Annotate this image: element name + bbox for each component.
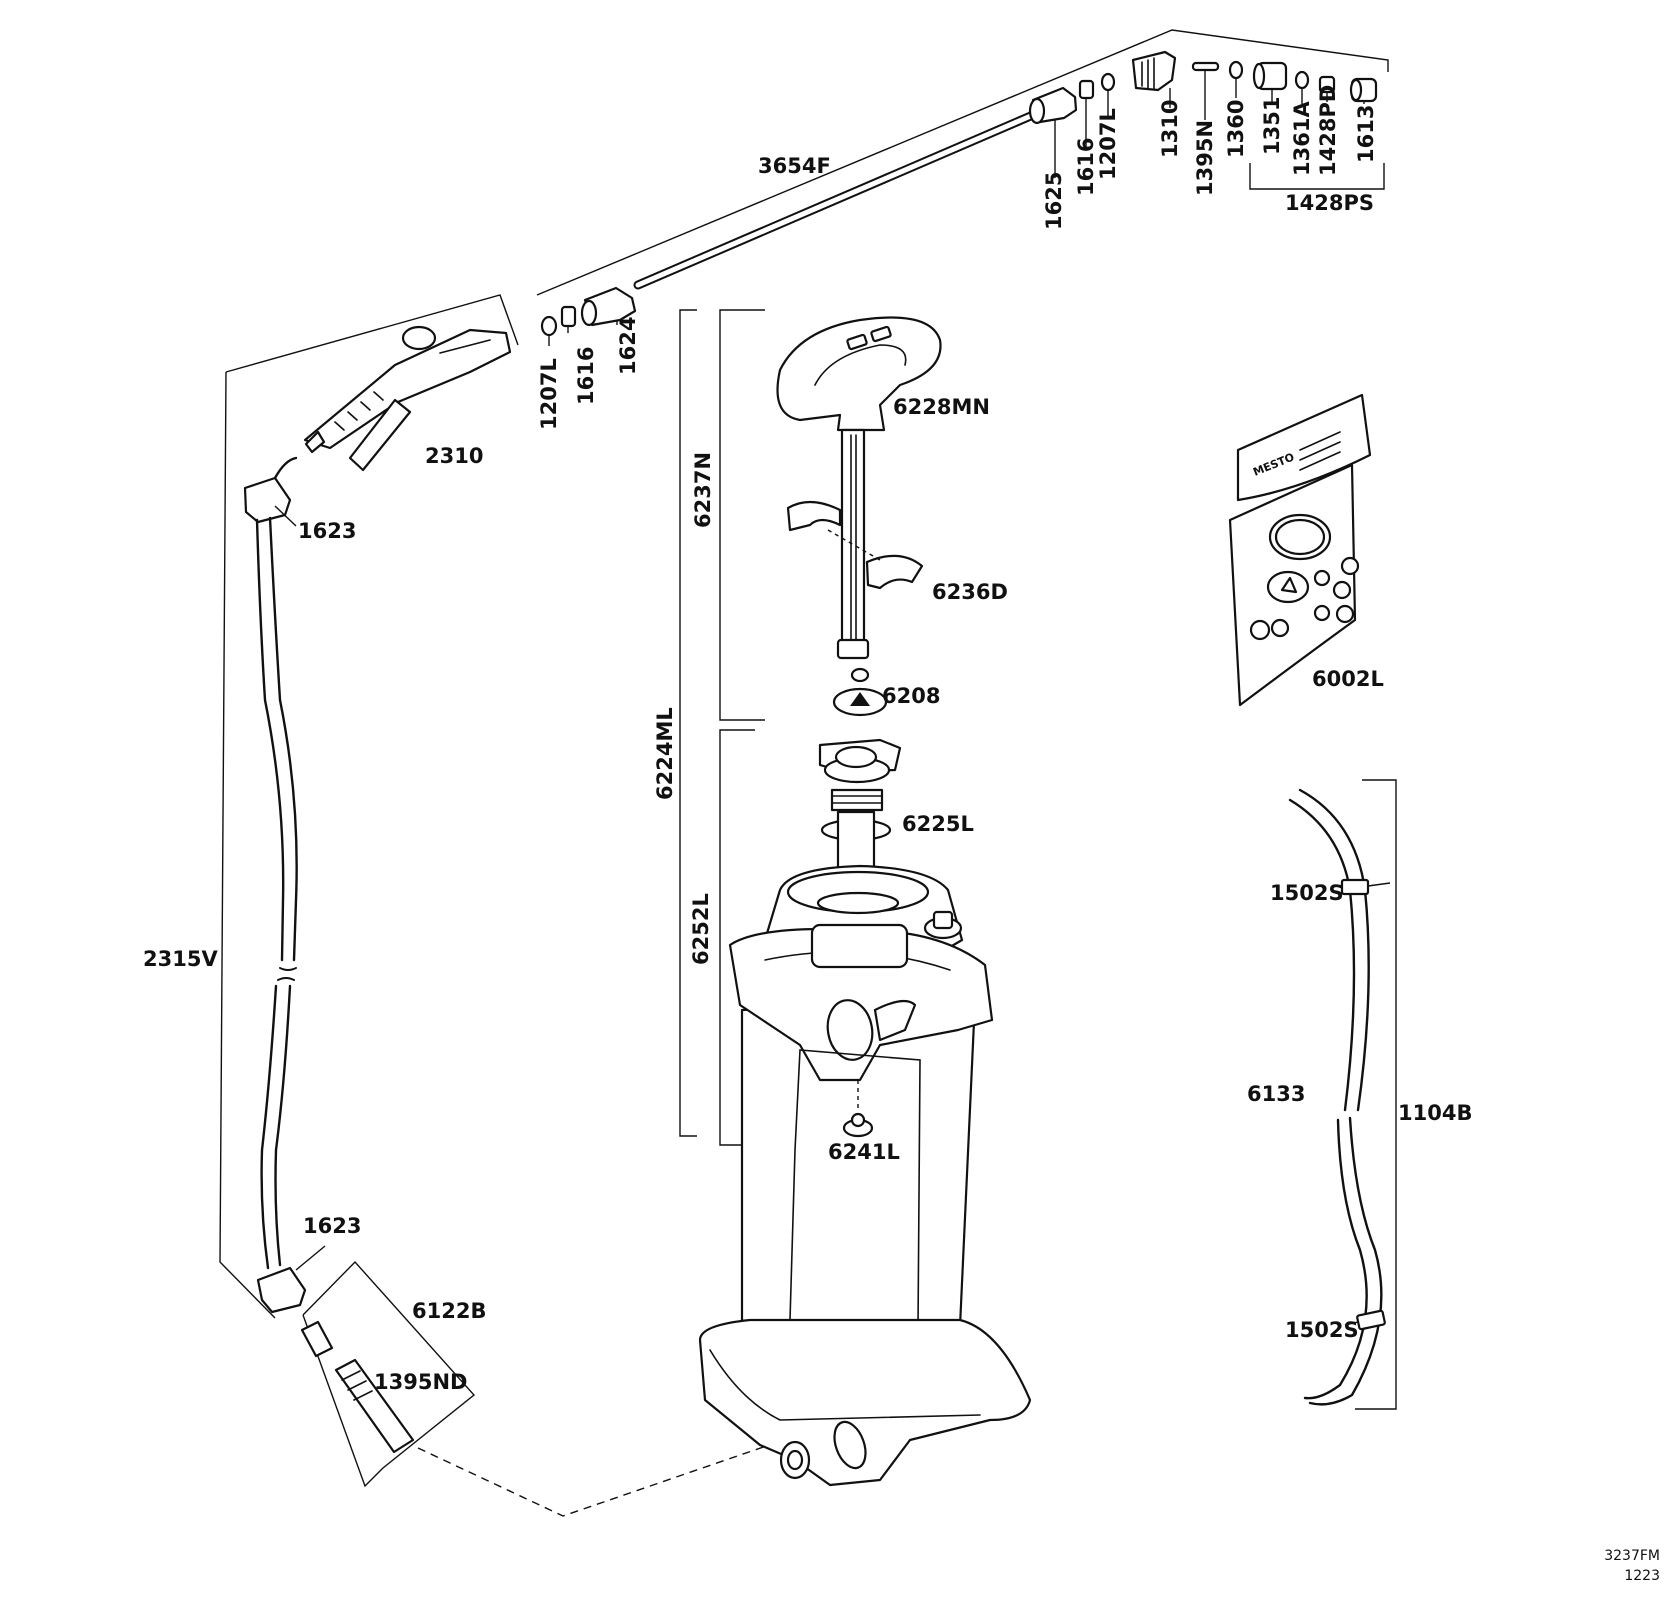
part-2310-spray-gun [225,294,519,472]
part-labels: 3654F 1625 1616 1207L 1310 1395N 1360 13… [143,85,1472,1394]
drawing-number: 3237FM [1604,1548,1660,1564]
part-1625-nut [1028,86,1078,125]
part-6241L-valve [842,1080,874,1138]
part-6237N-pump [679,309,942,1146]
label-1207L-left: 1207L [537,358,561,430]
label-1351: 1351 [1260,97,1284,155]
part-1361A-ring [1294,70,1310,90]
label-1310: 1310 [1158,100,1182,158]
part-1207L-left [540,315,558,337]
label-6228MN: 6228MN [893,395,990,419]
part-2315V-hose [219,371,326,1319]
part-1623-bottom-fitting [256,1266,307,1314]
part-1360-washer [1228,60,1244,80]
label-1624: 1624 [616,317,640,375]
part-6228MN-handle [776,316,942,432]
label-1613: 1613 [1354,105,1378,163]
part-1502S-buckle-top [1340,878,1370,896]
label-1360: 1360 [1224,100,1248,158]
part-1351-nozzle-body [1252,61,1288,91]
label-1395ND: 1395ND [374,1370,467,1394]
part-1395ND-nozzle [334,1358,415,1454]
lance-assembly [536,29,1389,346]
storage-dashed-line [417,1441,779,1517]
drawing-footer: 3237FM 1223 [1604,1548,1660,1584]
part-1207L-top [1100,72,1116,92]
label-6002L: 6002L [1312,667,1384,691]
label-1428PS: 1428PS [1285,191,1374,215]
label-2315V: 2315V [143,947,218,971]
bracket-6237N [719,309,765,721]
part-6236D-clip-left [786,500,842,532]
label-1207L-top: 1207L [1096,108,1120,180]
label-1623-bottom: 1623 [303,1214,361,1238]
label-1502S-bottom: 1502S [1285,1318,1359,1342]
label-1502S-top: 1502S [1270,881,1344,905]
part-6208-valve [832,667,888,717]
part-1624-nut [580,286,637,327]
part-6122B-adapter-group [300,1260,779,1517]
label-1104B: 1104B [1398,1101,1472,1125]
bracket-6224ML [679,309,697,1137]
label-1616-left: 1616 [574,347,598,405]
label-6208: 6208 [882,684,940,708]
label-1625: 1625 [1042,172,1066,230]
lance-group-bracket [536,29,1389,296]
part-1613-cap [1349,77,1378,103]
tank-body [698,864,1032,1487]
part-6002L-seal-kit: MESTO [1228,393,1372,707]
label-6252L: 6252L [689,893,713,965]
revision-number: 1223 [1624,1568,1660,1584]
part-1104B-strap [1288,779,1397,1410]
bracket-1428PS [1249,163,1385,190]
part-6236D-clip-right [865,554,924,590]
part-1502S-buckle-bottom [1356,1309,1386,1331]
label-3654F: 3654F [758,154,831,178]
part-1395N-pin [1191,61,1220,72]
label-1395N: 1395N [1193,120,1217,196]
label-6225L: 6225L [902,812,974,836]
label-6224ML: 6224ML [653,707,677,800]
part-1616-top [1078,79,1095,100]
part-6122B-adapter [300,1320,334,1358]
label-2310: 2310 [425,444,483,468]
label-1428PD: 1428PD [1316,85,1340,176]
part-1616-left [560,305,577,328]
label-6122B: 6122B [412,1299,486,1323]
part-1310-elbow [1131,50,1177,92]
label-1361A: 1361A [1290,101,1314,176]
label-1623-top: 1623 [298,519,356,543]
label-6237N: 6237N [691,452,715,528]
label-6133: 6133 [1247,1082,1305,1106]
label-6236D: 6236D [932,580,1008,604]
part-1623-top-fitting [243,476,292,524]
label-6241L: 6241L [828,1140,900,1164]
label-1616-top: 1616 [1074,138,1098,196]
